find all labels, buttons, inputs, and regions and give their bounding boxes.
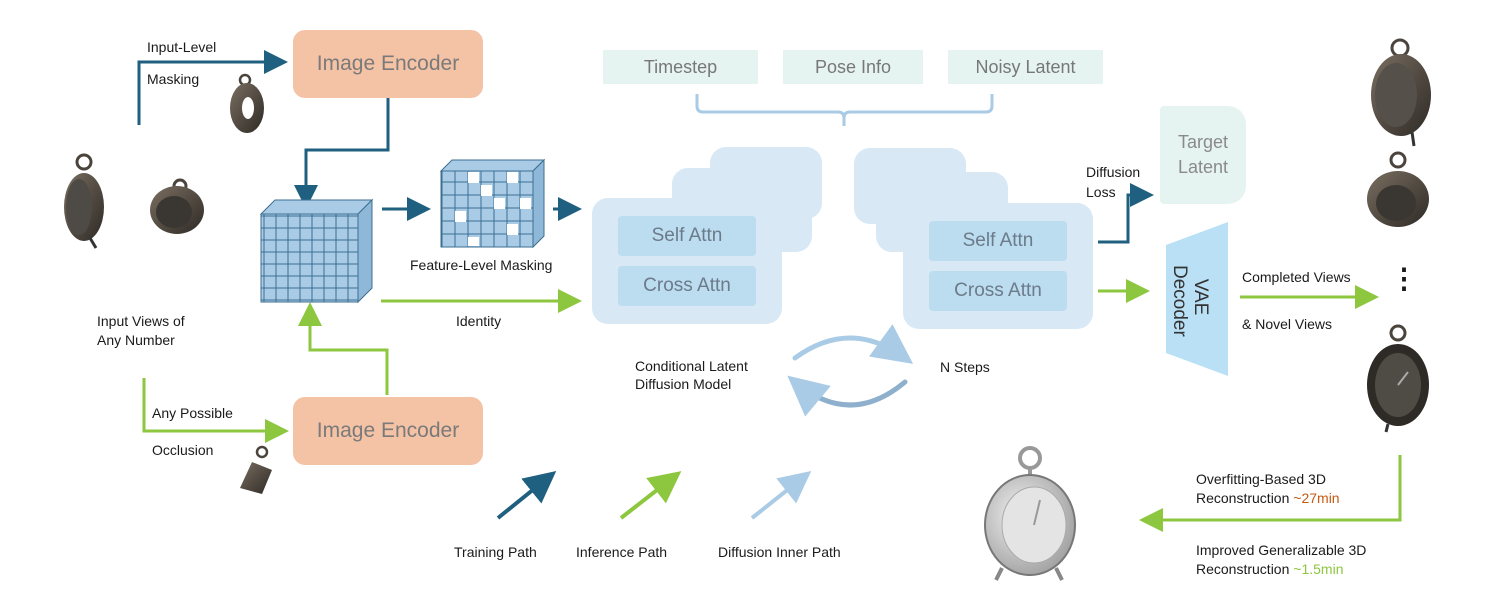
condition-pose-info: Pose Info: [783, 50, 923, 84]
cross-attn-right: Cross Attn: [929, 271, 1067, 311]
feature-masking-label: Feature-Level Masking: [410, 257, 553, 273]
input-clock-image-2: [150, 178, 204, 234]
identity-label: Identity: [456, 313, 502, 329]
n-steps-label: N Steps: [940, 359, 990, 375]
cldm-label-1: Conditional Latent: [635, 358, 748, 374]
masked-clock-image: [230, 73, 264, 133]
overfit-label-1: Overfitting-Based 3D: [1196, 471, 1326, 487]
self-attn-left: Self Attn: [618, 216, 756, 256]
completed-views-label: Completed Views: [1242, 269, 1351, 285]
legend-arrows: [496, 470, 812, 520]
input-views-label-1: Input Views of: [97, 313, 185, 329]
cycle-arrows: [787, 324, 914, 417]
improved-time: ~1.5min: [1289, 561, 1344, 577]
output-clock-image-3: [1367, 324, 1429, 433]
legend-inner-path: Diffusion Inner Path: [718, 544, 841, 560]
output-clock-image-1: [1371, 38, 1431, 147]
novel-views-label: & Novel Views: [1242, 316, 1333, 332]
cross-attn-left: Cross Attn: [618, 266, 756, 306]
condition-noisy-latent: Noisy Latent: [948, 50, 1103, 84]
occlusion-label: Occlusion: [152, 442, 214, 458]
any-possible-label: Any Possible: [152, 405, 233, 421]
masked-feature-grid: [439, 158, 546, 249]
condition-brace: [695, 94, 994, 126]
improved-label-1: Improved Generalizable 3D: [1196, 542, 1367, 558]
inference-paths: [142, 279, 1402, 532]
feature-grid: [259, 198, 374, 304]
overfit-reconstruction-text: Reconstruction: [1196, 490, 1290, 506]
input-views-label-2: Any Number: [97, 332, 175, 348]
condition-timestep: Timestep: [603, 50, 758, 84]
input-clock-image-1: [64, 153, 104, 249]
diffusion-loss-label-2: Loss: [1086, 184, 1116, 200]
overfit-time: ~27min: [1289, 490, 1340, 506]
training-paths: [137, 50, 1154, 244]
legend-inference-path: Inference Path: [576, 544, 668, 560]
cldm-label-2: Diffusion Model: [635, 376, 732, 392]
improved-label-2: Reconstruction ~1.5min: [1196, 560, 1343, 578]
output-clock-image-2: [1367, 151, 1429, 227]
legend-training-path: Training Path: [454, 544, 537, 560]
occluded-clock-image: [240, 445, 272, 494]
input-level-label: Input-Level: [147, 39, 217, 55]
overfit-label-2: Reconstruction ~27min: [1196, 489, 1340, 507]
diffusion-block-right: Self Attn Cross Attn: [903, 203, 1093, 329]
diffusion-block-left: Self Attn Cross Attn: [592, 198, 782, 324]
improved-reconstruction-text: Reconstruction: [1196, 561, 1290, 577]
reconstructed-mesh: [984, 446, 1076, 581]
self-attn-right: Self Attn: [929, 221, 1067, 261]
image-encoder-bottom: Image Encoder: [293, 397, 483, 465]
image-encoder-top: Image Encoder: [293, 30, 483, 98]
masking-label: Masking: [147, 71, 200, 87]
vae-decoder-shape: [1166, 222, 1228, 376]
ellipsis-dots: ⋮: [1390, 263, 1418, 294]
diffusion-loss-label-1: Diffusion: [1086, 164, 1141, 180]
